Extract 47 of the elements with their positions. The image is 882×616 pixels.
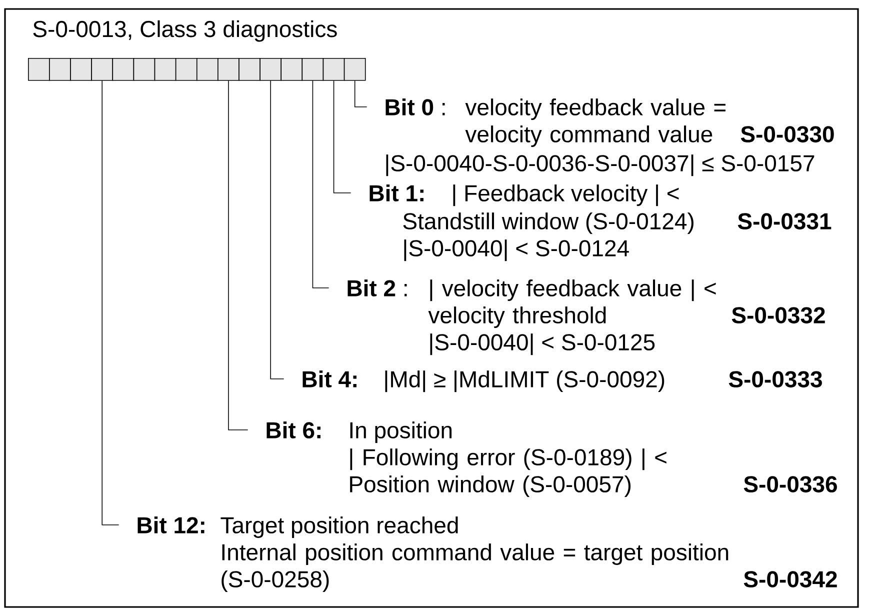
bit-cell xyxy=(154,58,176,81)
bit-cell xyxy=(260,58,282,81)
leader-line xyxy=(102,80,120,526)
description-text: Target position reached xyxy=(220,516,458,538)
description-text: Internal position command value = target position (S-0-0258) xyxy=(222,544,728,592)
description-text: velocity feedback value = velocity command value xyxy=(465,98,726,147)
leader-line xyxy=(354,80,368,108)
bit-cell xyxy=(280,58,303,81)
parameter-number: S-0-0332 xyxy=(732,307,825,324)
description-text: |S-0-0040-S-0-0036-S-0-0037| ≤ S-0-0157 xyxy=(386,154,814,176)
description-text: |S-0-0040| < S-0-0124 xyxy=(404,240,629,262)
bit-cell xyxy=(112,58,134,81)
bit-cell xyxy=(322,58,345,81)
leader-line xyxy=(228,80,248,430)
bit-cell xyxy=(196,58,218,81)
description-text: |Md| ≥ |MdLIMIT (S-0-0092) xyxy=(385,370,664,392)
parameter-number: S-0-0342 xyxy=(744,571,837,588)
bit-cell xyxy=(133,58,156,81)
bit-cell xyxy=(28,58,50,81)
bit-label: Bit 6: xyxy=(266,422,320,438)
leader-line xyxy=(333,80,352,194)
bit-label: Bit 4: xyxy=(302,370,356,388)
bit-cell xyxy=(70,58,92,81)
description-text: In position xyxy=(350,422,452,443)
bit-cell xyxy=(238,58,260,81)
leader-line xyxy=(270,80,284,380)
parameter-number: S-0-0331 xyxy=(738,213,832,230)
title: S-0-0013, Class 3 diagnostics xyxy=(33,20,337,42)
description-text: |S-0-0040| < S-0-0125 xyxy=(430,334,655,356)
parameter-number: S-0-0330 xyxy=(740,126,834,142)
description-text: | Following error (S-0-0189) | < Position window (S-0-0057) xyxy=(350,448,666,497)
bit-cell xyxy=(302,58,324,81)
bit-label: Bit 12: xyxy=(138,516,204,534)
description-text: | velocity feedback value | < velocity threshold xyxy=(428,280,716,328)
bit-label: Bit 1: xyxy=(370,184,424,202)
description-text: | Feedback velocity | < xyxy=(453,184,679,206)
bit-cell xyxy=(49,58,71,81)
bit-cell xyxy=(91,58,114,81)
parameter-number: S-0-0336 xyxy=(744,476,837,492)
bit-cell xyxy=(344,58,366,81)
bit-cell xyxy=(218,58,240,81)
description-text: Standstill window (S-0-0124) xyxy=(403,212,694,234)
bit-label: Bit 0 : xyxy=(386,98,445,116)
bit-cell xyxy=(175,58,198,81)
bit-label: Bit 2 : xyxy=(348,280,407,296)
leader-line xyxy=(312,80,330,288)
parameter-number: S-0-0333 xyxy=(728,371,822,388)
